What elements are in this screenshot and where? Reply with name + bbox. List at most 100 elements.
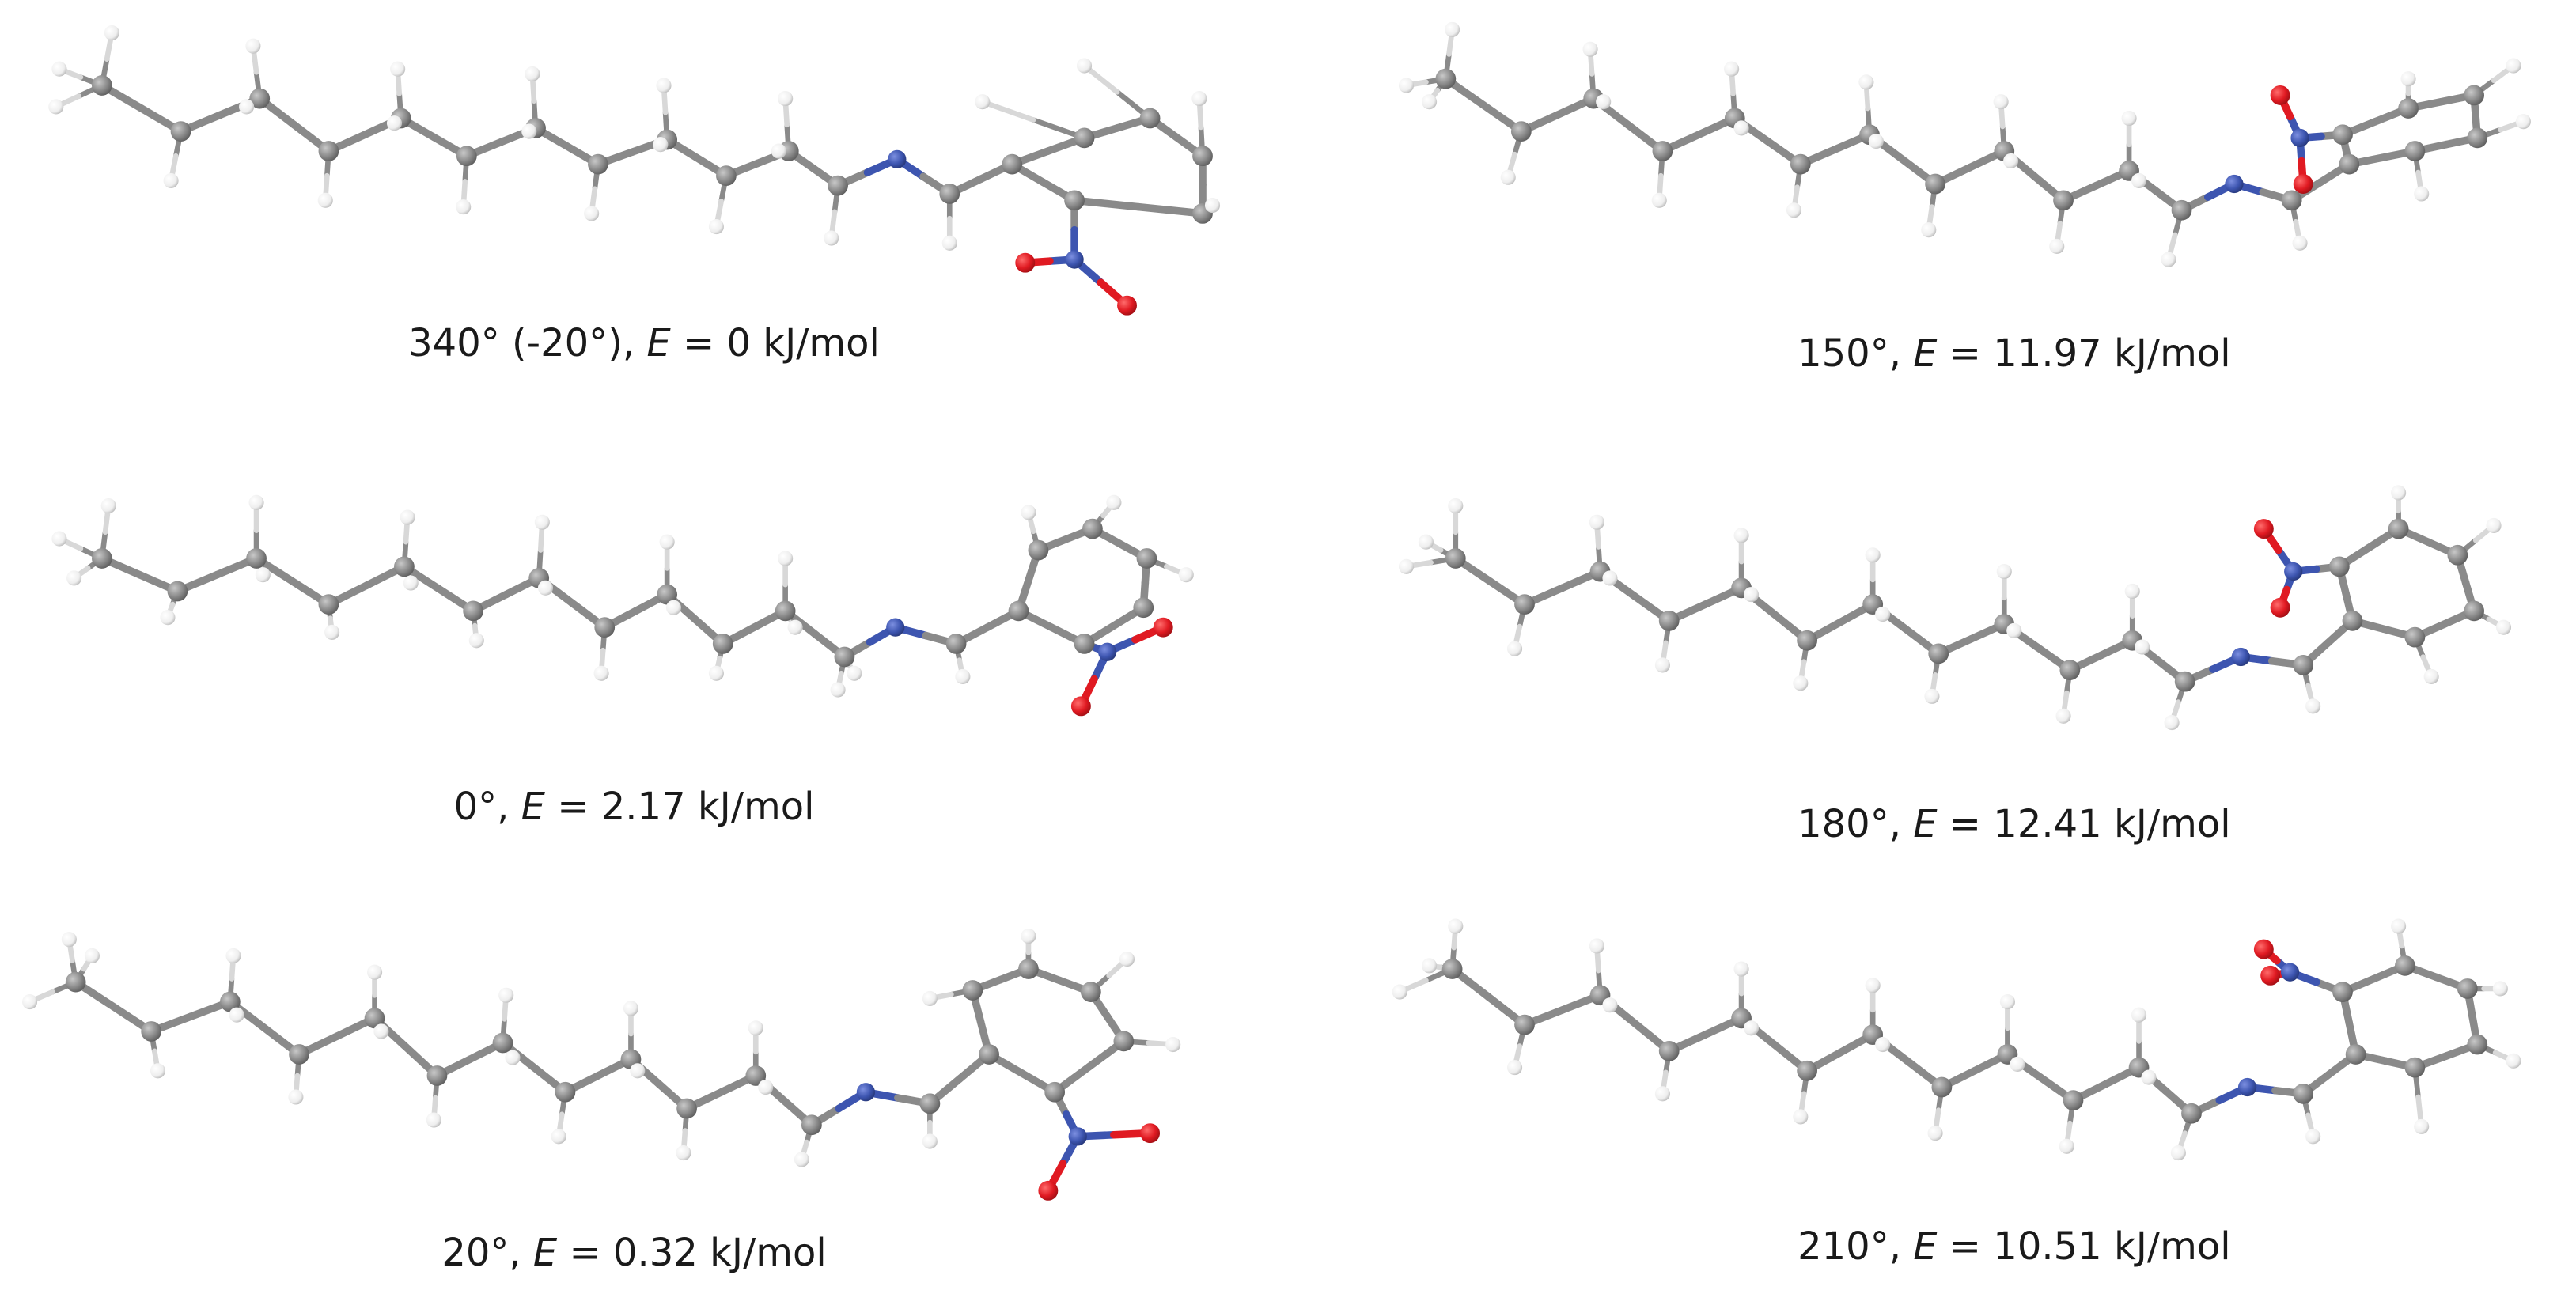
hydrogen-atom [955,668,971,685]
hydrogen-atom [623,1001,639,1016]
carbon-atom [1133,597,1154,619]
carbon-atom [463,600,484,622]
carbon-atom [1435,68,1457,89]
hydrogen-atom [1392,984,1407,1000]
oxygen-atom [2253,519,2274,539]
hydrogen-atom [2006,622,2022,638]
molecule-p180 [1398,485,2512,731]
carbon-atom [2063,1090,2084,1111]
hydrogen-atom [2164,715,2180,731]
hydrogen-atom [1793,1109,1809,1125]
hydrogen-atom [659,534,675,550]
hydrogen-atom [1733,528,1749,543]
hydrogen-atom [160,610,176,626]
hydrogen-atom [1921,222,1937,238]
hydrogen-atom [2131,172,2147,188]
carbon-atom [2388,518,2409,539]
hydrogen-atom [2305,1129,2321,1145]
molecule-p20 [21,928,1181,1201]
hydrogen-atom [1733,120,1749,136]
hydrogen-atom [21,994,38,1010]
hydrogen-atom [534,514,550,530]
hydrogen-atom [630,1063,646,1079]
hydrogen-atom [239,99,255,115]
hydrogen-atom [2414,1118,2430,1134]
hydrogen-atom [2059,1138,2074,1154]
carbon-atom [92,75,112,96]
carbon-atom [1790,153,1811,175]
hydrogen-atom [2305,698,2321,714]
oxygen-atom [2293,174,2313,195]
carbon-atom [1514,1014,1535,1035]
hydrogen-atom [163,172,179,188]
hydrogen-atom [1733,961,1749,977]
hydrogen-atom [390,61,406,77]
hydrogen-atom [400,509,415,525]
hydrogen-atom [426,1112,441,1128]
carbon-atom [1028,539,1049,561]
hydrogen-atom [367,964,383,980]
hydrogen-atom [1589,514,1604,530]
hydrogen-atom [708,218,724,235]
hydrogen-atom [229,1007,244,1023]
carbon-atom [167,581,188,602]
carbon-atom [657,584,678,605]
carbon-atom [249,88,271,109]
hydrogen-atom [1106,494,1122,510]
hydrogen-atom [288,1089,304,1105]
caption-0: 0°, E = 2.17 kJ/mol [453,784,815,829]
hydrogen-atom [537,580,554,596]
carbon-atom [219,991,241,1012]
hydrogen-atom [778,91,794,107]
carbon-atom [2404,626,2426,648]
carbon-atom [2174,671,2195,692]
oxygen-atom [2253,939,2274,959]
carbon-atom [1082,518,1103,539]
molecule-p210 [1392,918,2521,1161]
oxygen-atom [2270,85,2290,105]
oxygen-atom [1070,696,1091,717]
carbon-atom [2281,190,2302,211]
nitrogen-atom [2280,963,2300,982]
hydrogen-atom [456,199,472,215]
carbon-atom [828,175,848,196]
hydrogen-atom [1793,675,1809,691]
hydrogen-atom [2135,639,2150,655]
caption-20: 20°, E = 0.32 kJ/mol [441,1231,827,1276]
hydrogen-atom [84,948,100,963]
carbon-atom [2059,660,2081,681]
hydrogen-atom [748,1020,763,1036]
caption-210: 210°, E = 10.51 kJ/mol [1798,1224,2231,1269]
carbon-atom [1441,959,1463,979]
hydrogen-atom [1178,567,1194,583]
hydrogen-atom [386,115,403,131]
hydrogen-atom [2391,485,2407,501]
nitrogen-atom [1097,642,1117,661]
hydrogen-atom [1868,134,1884,149]
carbon-atom [2345,1044,2366,1065]
hydrogen-atom [922,1133,938,1149]
hydrogen-atom [2131,1007,2147,1023]
hydrogen-atom [1786,202,1802,218]
hydrogen-atom [505,1050,521,1065]
hydrogen-atom [794,1152,809,1167]
hydrogen-atom [975,94,991,110]
hydrogen-atom [584,206,600,221]
hydrogen-atom [1865,547,1881,563]
carbon-atom [1002,153,1023,175]
carbon-atom [2398,98,2419,119]
hydrogen-atom [1445,21,1460,37]
carbon-atom [1658,1040,1680,1061]
carbon-atom [676,1098,697,1119]
hydrogen-atom [1996,564,2012,580]
hydrogen-atom [403,575,419,591]
hydrogen-atom [1500,169,1516,185]
hydrogen-atom [708,665,724,681]
hydrogen-atom [1743,1020,1760,1036]
carbon-atom [588,153,608,175]
hydrogen-atom [373,1023,389,1039]
hydrogen-atom [653,137,669,153]
carbon-atom [2293,1083,2314,1104]
hydrogen-atom [1651,192,1667,208]
